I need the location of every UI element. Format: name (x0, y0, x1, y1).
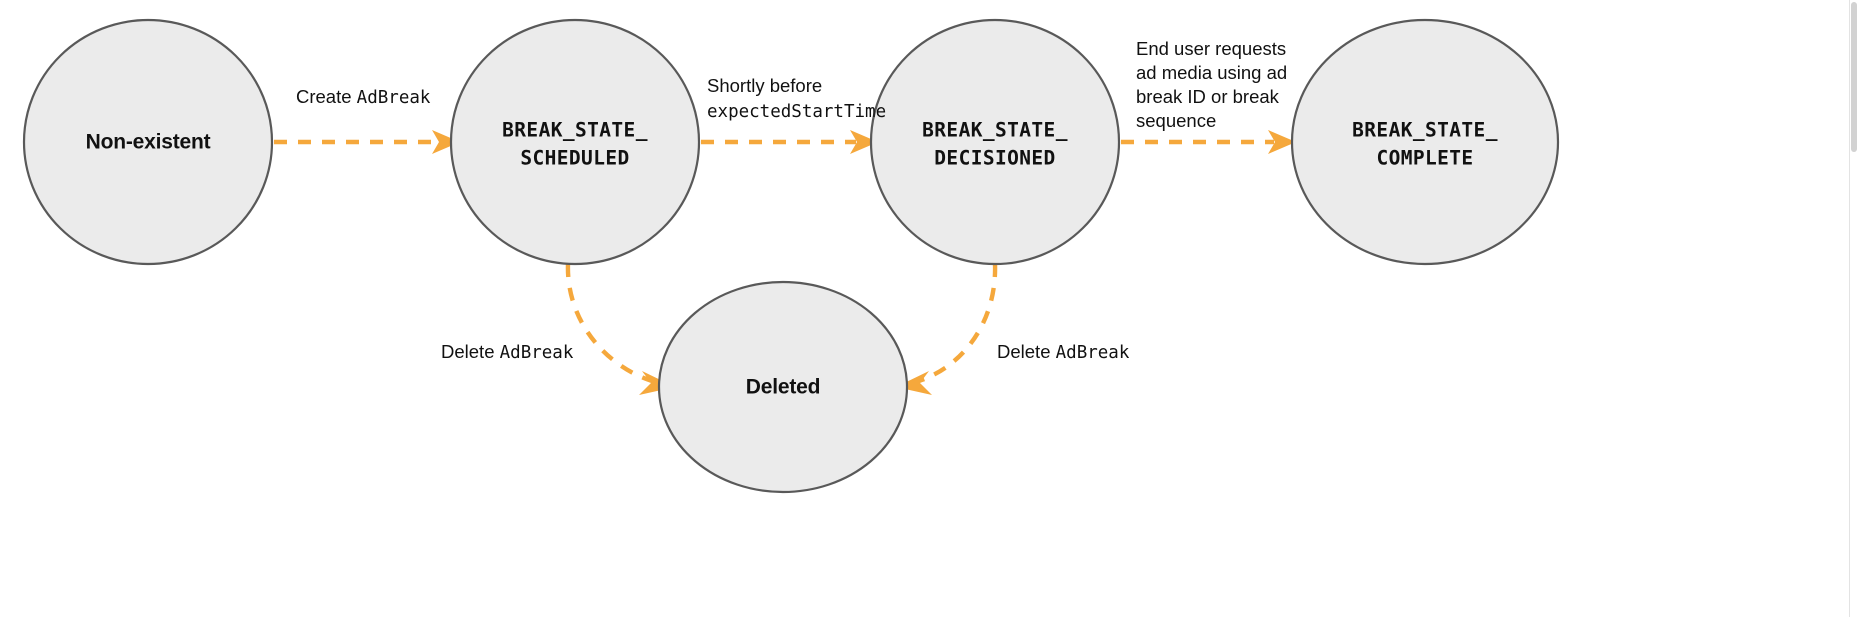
edge-label-line: sequence (1136, 110, 1216, 131)
node-label-line2: DECISIONED (934, 147, 1055, 170)
edge-delete-from-decisioned (896, 263, 998, 395)
node-label-line2: COMPLETE (1376, 147, 1473, 170)
node-shape[interactable] (869, 18, 1121, 266)
edge-line (565, 263, 660, 386)
arrowhead-icon (432, 130, 460, 154)
node-break-state-scheduled[interactable]: BREAK_STATE_ SCHEDULED (449, 18, 701, 266)
node-shape[interactable] (657, 280, 909, 494)
node-non-existent[interactable]: Non-existent (22, 18, 274, 266)
edge-label-line: break ID or break (1136, 86, 1280, 107)
vertical-scrollbar-thumb[interactable] (1851, 2, 1857, 152)
edge-line (911, 263, 998, 386)
node-shape[interactable] (1290, 18, 1560, 266)
edge-shortly-before (701, 130, 878, 154)
arrowhead-icon (850, 130, 878, 154)
edge-label-end-user-requests: End user requests ad media using ad brea… (1136, 38, 1287, 131)
vertical-scrollbar[interactable] (1849, 0, 1858, 617)
edge-label-line: expectedStartTime (707, 102, 886, 122)
node-label: Non-existent (86, 131, 211, 154)
edge-label-line: Create AdBreak (296, 86, 431, 108)
edge-label-line: End user requests (1136, 38, 1286, 59)
node-shape[interactable] (449, 18, 701, 266)
edge-label-line: ad media using ad (1136, 62, 1287, 83)
edge-label-delete-from-decisioned: Delete AdBreak (997, 341, 1130, 363)
edge-label-delete-from-scheduled: Delete AdBreak (441, 341, 574, 363)
edge-label-create-adbreak: Create AdBreak (296, 86, 431, 108)
node-label-line1: BREAK_STATE_ (502, 119, 648, 142)
edge-create-adbreak (274, 130, 460, 154)
node-deleted[interactable]: Deleted (657, 280, 909, 494)
edge-end-user-requests (1121, 130, 1296, 154)
edge-label-line: Delete AdBreak (997, 341, 1130, 363)
edge-label-line: Delete AdBreak (441, 341, 574, 363)
node-label-line2: SCHEDULED (520, 147, 629, 170)
node-label-line1: BREAK_STATE_ (1352, 119, 1498, 142)
edge-label-shortly-before: Shortly before expectedStartTime (707, 75, 886, 122)
node-shape[interactable] (22, 18, 274, 266)
arrowhead-icon (1268, 130, 1296, 154)
node-label-line1: BREAK_STATE_ (922, 119, 1068, 142)
node-break-state-decisioned[interactable]: BREAK_STATE_ DECISIONED (869, 18, 1121, 266)
node-label: Deleted (746, 376, 820, 399)
node-break-state-complete[interactable]: BREAK_STATE_ COMPLETE (1290, 18, 1560, 266)
edge-label-line: Shortly before (707, 75, 822, 96)
